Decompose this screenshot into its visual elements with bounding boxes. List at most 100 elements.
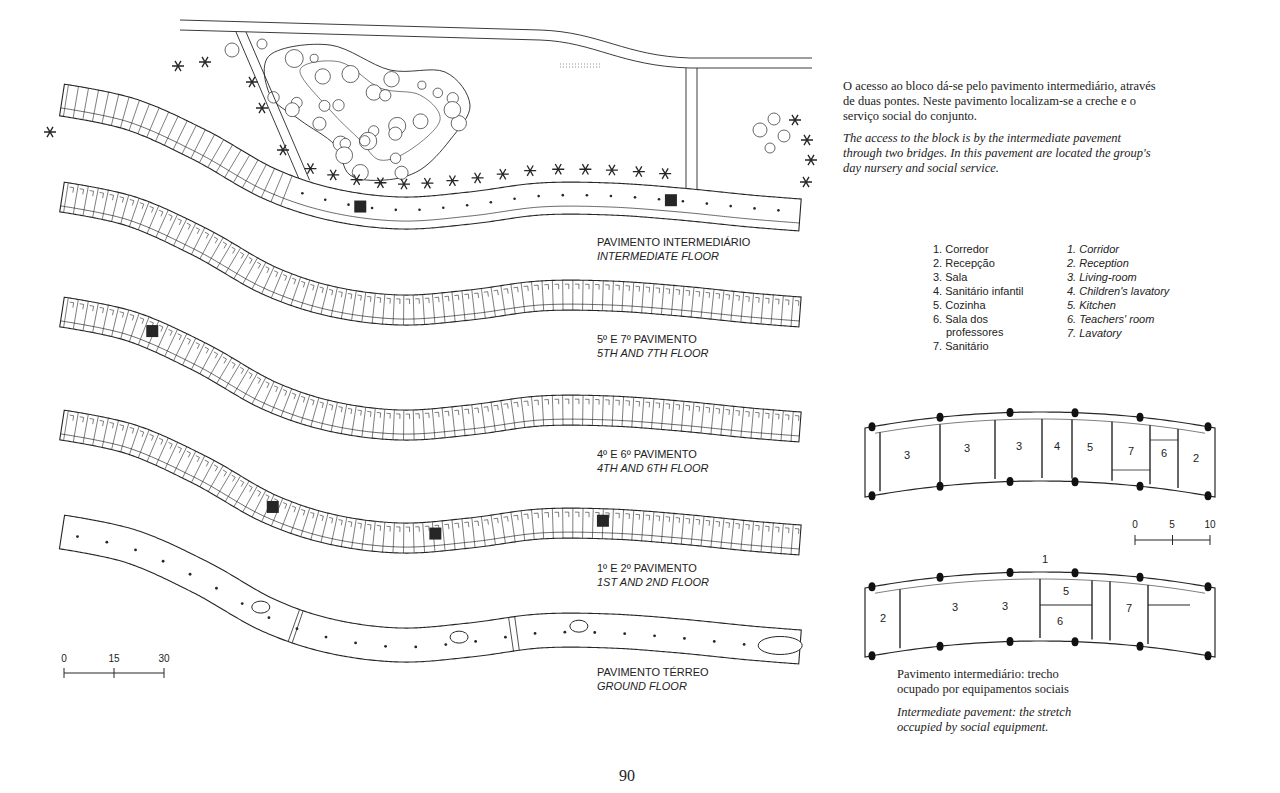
stair-core	[252, 601, 270, 613]
unit-wall	[781, 524, 783, 554]
fixture-mark	[249, 485, 252, 491]
palm-tree	[327, 170, 339, 180]
fixture-mark	[292, 506, 296, 512]
fixture-mark	[666, 404, 670, 409]
block-outline	[865, 572, 1215, 657]
fixture-mark	[636, 514, 640, 519]
tree	[359, 132, 376, 149]
fixture-mark	[80, 189, 84, 195]
palm-tree	[524, 165, 536, 175]
fixture-mark	[120, 312, 124, 318]
fixture-mark	[178, 447, 182, 453]
unit-wall	[771, 295, 773, 325]
fixture-mark	[274, 271, 278, 277]
room-number: 3	[904, 449, 910, 462]
unit-wall	[691, 287, 694, 317]
fixture-mark	[454, 523, 459, 528]
fixture-mark	[232, 362, 235, 368]
fixture-mark	[301, 396, 305, 402]
pilotis-column	[76, 535, 79, 538]
fixture-mark	[187, 223, 191, 229]
column	[869, 582, 876, 591]
palm-tree	[472, 173, 484, 183]
pilotis-column	[586, 194, 589, 197]
unit-wall	[243, 486, 258, 512]
fixture-mark	[205, 460, 209, 466]
unit-wall	[731, 291, 734, 321]
tree	[418, 81, 426, 89]
fixture-mark	[257, 262, 260, 268]
pilotis-column	[634, 196, 637, 199]
fixture-mark	[292, 278, 296, 284]
unit-wall	[472, 405, 475, 435]
unit-wall	[671, 400, 674, 430]
unit-wall	[592, 508, 594, 538]
room-wall	[1109, 582, 1110, 641]
fixture-mark	[100, 307, 104, 313]
fixture-mark	[716, 521, 720, 526]
column	[1137, 573, 1144, 582]
fixture-mark	[585, 399, 589, 404]
unit-wall	[208, 353, 223, 379]
fixture-mark	[765, 298, 769, 303]
room-wall	[994, 420, 995, 479]
unit-wall	[372, 293, 375, 323]
palm-tree	[421, 178, 433, 188]
fixture-mark	[435, 412, 439, 417]
unit-wall	[174, 219, 187, 246]
unit-wall	[393, 295, 394, 325]
unit-wall	[281, 176, 292, 206]
pilotis-column	[418, 208, 421, 211]
fixture-mark	[686, 405, 690, 410]
unit-wall	[413, 295, 415, 325]
fixture-mark	[159, 438, 163, 444]
tree	[389, 127, 402, 140]
pilotis-column	[241, 602, 244, 605]
fixture-mark	[159, 325, 163, 331]
pilotis-column	[534, 632, 537, 635]
fixture-mark	[301, 281, 305, 287]
fixture-mark	[676, 290, 680, 295]
fixture-mark	[625, 286, 629, 291]
unit-wall	[442, 408, 445, 438]
key-item: 5. Cozinha	[933, 299, 986, 312]
fixture-mark	[169, 442, 173, 448]
unit-wall	[542, 396, 544, 426]
unit-wall	[413, 523, 415, 553]
fixture-mark	[696, 291, 700, 296]
fixture-mark	[196, 228, 200, 234]
tree	[360, 136, 370, 146]
fixture-mark	[513, 402, 518, 407]
block-outline	[60, 182, 801, 327]
unit-wall	[182, 125, 196, 154]
unit-wall	[731, 406, 734, 436]
unit-wall	[200, 347, 214, 373]
room-number: 6	[1161, 447, 1167, 460]
unit-wall	[552, 280, 554, 310]
unit-wall	[481, 517, 485, 547]
scale-number: 30	[158, 653, 169, 665]
unit-wall	[632, 282, 634, 312]
fixture-mark	[223, 470, 227, 476]
fixture-mark	[513, 515, 518, 520]
column	[1205, 491, 1212, 500]
fixture-mark	[726, 295, 730, 300]
fixture-mark	[534, 400, 539, 405]
unit-wall	[261, 169, 274, 198]
tree	[315, 69, 330, 84]
palm-tree	[199, 57, 211, 67]
unit-wall	[511, 284, 515, 314]
fixture-mark	[484, 407, 489, 412]
fixture-mark	[377, 525, 381, 530]
fixture-mark	[415, 527, 419, 532]
unit-wall	[208, 238, 223, 264]
unit-wall	[291, 505, 301, 533]
fixture-mark	[367, 296, 371, 301]
column	[1137, 482, 1144, 491]
floor-title: 1ST AND 2ND FLOOR	[597, 576, 709, 589]
fixture-mark	[130, 199, 134, 205]
unit-wall	[542, 509, 544, 539]
fixture-mark	[214, 237, 218, 243]
fixture-mark	[425, 526, 429, 531]
fixture-mark	[625, 401, 629, 406]
